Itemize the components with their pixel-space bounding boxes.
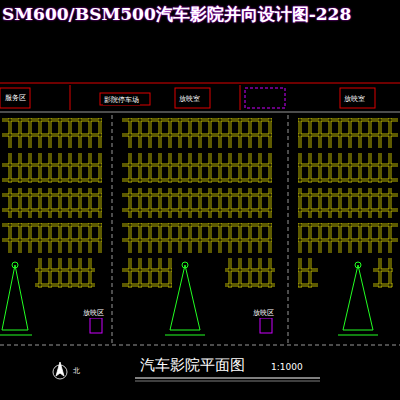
plan-label: 1:1000 [270,362,304,372]
plan-label: 服务区 [4,93,27,103]
parking-row [373,273,393,288]
plan-label: 影院停车场 [103,95,140,105]
parking-row [122,203,272,218]
plan-caption: 汽车影院平面图 [140,356,245,375]
parking-row [2,203,102,218]
parking-row [2,168,102,183]
parking-row [298,118,398,133]
parking-row [122,168,272,183]
parking-row [122,188,272,203]
parking-row [122,133,272,148]
parking-row [122,223,272,238]
parking-row [2,188,102,203]
parking-row [2,223,102,238]
plan-label: 北 [72,366,81,376]
parking-row [225,258,275,273]
parking-row [2,238,102,253]
parking-row [122,118,272,133]
plan-label: 放映室 [178,94,201,104]
parking-row [122,238,272,253]
parking-row [298,188,398,203]
parking-row [298,153,398,168]
parking-row [298,273,318,288]
parking-row [2,118,102,133]
parking-row [373,258,393,273]
parking-stalls [2,118,398,288]
plan-label: 放映区 [82,308,105,318]
parking-row [298,168,398,183]
parking-row [2,153,102,168]
parking-row [122,153,272,168]
parking-row [35,273,95,288]
parking-row [298,238,398,253]
parking-row [122,273,172,288]
parking-row [225,273,275,288]
plan-label: 放映区 [252,308,275,318]
parking-row [122,258,172,273]
plan-label: 放映室 [343,94,366,104]
parking-row [298,223,398,238]
parking-row [298,203,398,218]
parking-row [298,258,318,273]
parking-row [35,258,95,273]
parking-row [2,133,102,148]
drawing-title: SM600/BSM500汽车影院并向设计图-228 [2,3,351,26]
parking-row [298,133,398,148]
